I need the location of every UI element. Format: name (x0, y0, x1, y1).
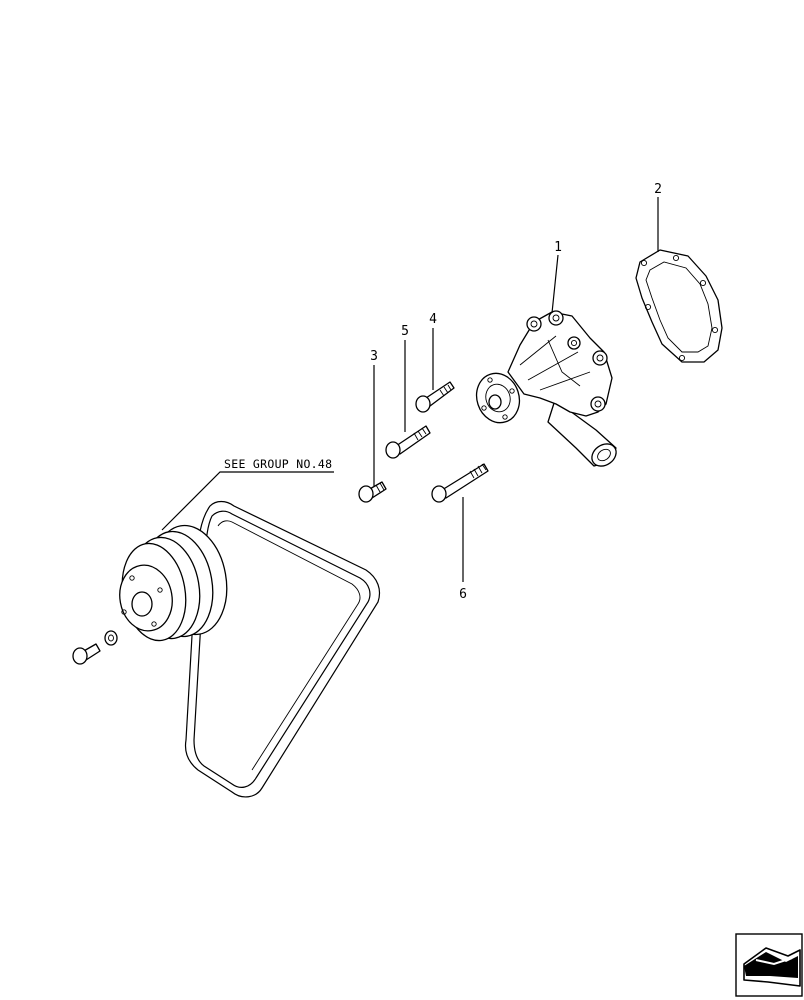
bolt-4 (415, 381, 455, 413)
callout-2: 2 (654, 182, 662, 197)
leader-1 (551, 254, 559, 314)
callout-1: 1 (554, 240, 562, 255)
callout-6: 6 (459, 587, 467, 602)
water-pump (475, 310, 617, 467)
gasket (635, 249, 723, 363)
see-group-note: SEE GROUP NO.48 (224, 457, 332, 471)
callout-4: 4 (429, 312, 437, 327)
callout-3: 3 (370, 349, 378, 364)
fan-pulley (119, 524, 228, 642)
bolt-3 (358, 481, 387, 503)
pulley-bolt-and-washer (72, 630, 118, 665)
leader-see-group (161, 471, 334, 531)
callout-5: 5 (401, 324, 409, 339)
next-page-arrow-icon[interactable] (735, 933, 803, 997)
bolt-5 (385, 425, 431, 459)
bolt-6 (431, 463, 489, 503)
